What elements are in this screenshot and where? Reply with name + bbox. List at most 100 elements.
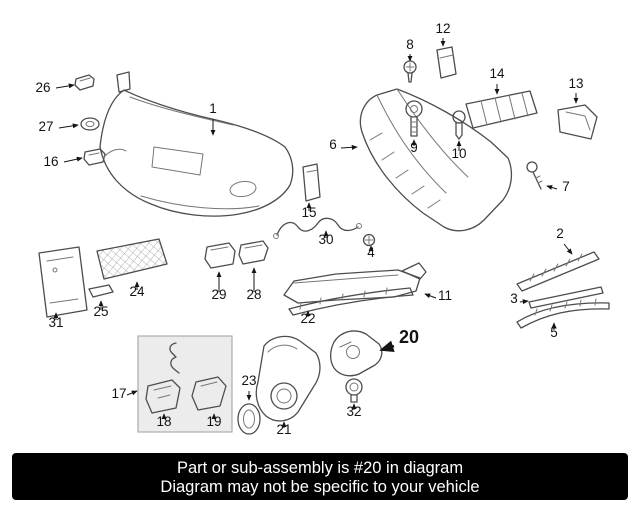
bezel-hole-inner [276,388,292,404]
harness-wire [276,217,359,236]
bracket-hole [52,267,58,273]
strip-outline [516,302,610,329]
bracket-detail [565,111,591,131]
bolt-center [410,105,418,113]
part-label-20: 20 [399,327,419,347]
part-label-27: 27 [38,119,53,134]
leader-arrow-16 [63,156,83,163]
part-27-grommet [80,117,100,131]
clip-outline [74,74,95,91]
part-label-13: 13 [568,76,583,91]
part-18-bracket [145,379,181,414]
leader-arrow-17 [126,390,138,396]
screw-shaft [532,171,542,190]
harness-connector-right [356,223,362,229]
part-label-19: 19 [206,414,221,429]
part-label-14: 14 [489,66,505,81]
part-label-5: 5 [550,325,558,340]
part-label-18: 18 [156,414,171,429]
ring-inner [243,409,255,429]
part-24-mesh-grille [96,238,168,280]
strip-outline [528,286,604,309]
absorber-ribs [480,92,529,126]
part-label-32: 32 [346,404,361,419]
part-label-4: 4 [367,245,375,260]
part-30-wiring-harness [273,217,362,239]
molding-hatch [299,287,388,310]
bracket-outline [145,379,181,414]
part-12-bracket [436,46,457,79]
part-2-reinforcement-strip [516,251,600,292]
clip-detail [88,152,100,156]
banner-line1: Part or sub-assembly is #20 in diagram [177,459,463,477]
strip-outline [302,163,321,202]
part-10-rivet [452,110,466,140]
license-pocket [151,146,204,176]
part-label-29: 29 [211,287,226,302]
part-32-sensor [345,378,363,403]
part-label-7: 7 [562,179,570,194]
banner-line2: Diagram may not be specific to your vehi… [160,478,479,496]
bolt-shaft [407,72,413,83]
part-26-clip [74,74,95,91]
part-label-8: 8 [406,37,414,52]
reinforcement-ridge-2 [396,88,469,178]
bracket-detail [153,385,172,399]
leader-arrow-26 [55,83,75,89]
grommet-inner [85,120,95,128]
bracket-detail [244,244,263,249]
grommet-outer [80,117,100,131]
part-label-6: 6 [329,137,337,152]
leader-arrow-6 [340,144,358,150]
part-22-lower-molding [288,287,414,316]
part-label-23: 23 [241,373,256,388]
part-label-1: 1 [209,101,217,116]
part-4-bolt [362,233,376,247]
bumper-crease [129,96,234,126]
part-5-molding-strip [516,298,610,329]
part-label-26: 26 [35,80,50,95]
fog-lamp-opening [229,180,257,198]
strip-hatch [529,253,583,282]
harness-connector-left [273,233,279,239]
strip-hatch [534,298,597,316]
part-label-3: 3 [510,291,518,306]
part-label-28: 28 [246,287,261,302]
part-21-fog-lamp-bezel [255,335,321,422]
grille-outline [96,238,168,280]
part-9-bolt [405,100,423,137]
bracket-outline [557,104,598,140]
part-label-31: 31 [48,315,63,330]
bumper-outline [99,89,294,217]
part-6-reinforcement-bar [359,88,513,232]
leader-arrow-7 [546,185,558,190]
screw-threads [535,175,543,184]
sensor-body [345,378,363,396]
leader-arrow-11 [424,293,437,299]
part-label-15: 15 [301,205,316,220]
screw-head [526,161,538,173]
bracket-inner-lines [46,256,79,304]
disclaimer-banner: Part or sub-assembly is #20 in diagram D… [12,453,628,500]
part-label-11: 11 [438,288,452,303]
reinforcement-ridge-1 [376,94,447,194]
bracket-detail [210,246,229,251]
part-label-12: 12 [435,21,450,36]
part-28-bracket [238,240,269,265]
bracket-detail [439,54,454,59]
bracket-outline [191,376,227,411]
clip-detail [79,77,91,82]
bracket-outline [204,242,236,269]
part-1-bumper-cover [99,71,294,217]
part-15-strip [302,163,321,202]
part-label-24: 24 [129,284,145,299]
ring-outer [237,403,261,435]
bezel-crease [267,344,298,353]
spoiler-end-cap [401,262,427,280]
part-label-9: 9 [410,140,418,155]
part-19-bracket [191,376,227,411]
part-label-10: 10 [451,146,466,161]
